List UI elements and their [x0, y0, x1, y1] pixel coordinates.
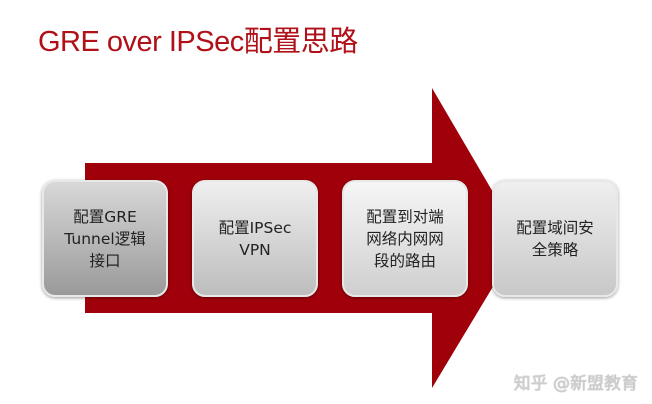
step-box-4: 配置域间安 全策略 — [492, 180, 618, 297]
step-box-2: 配置IPSec VPN — [192, 180, 318, 297]
watermark: 知乎 @新盟教育 — [513, 374, 638, 394]
step-box-1: 配置GRE Tunnel逻辑 接口 — [42, 180, 168, 297]
step-box-3: 配置到对端 网络内网网 段的路由 — [342, 180, 468, 297]
slide-title: GRE over IPSec配置思路 — [38, 26, 358, 58]
